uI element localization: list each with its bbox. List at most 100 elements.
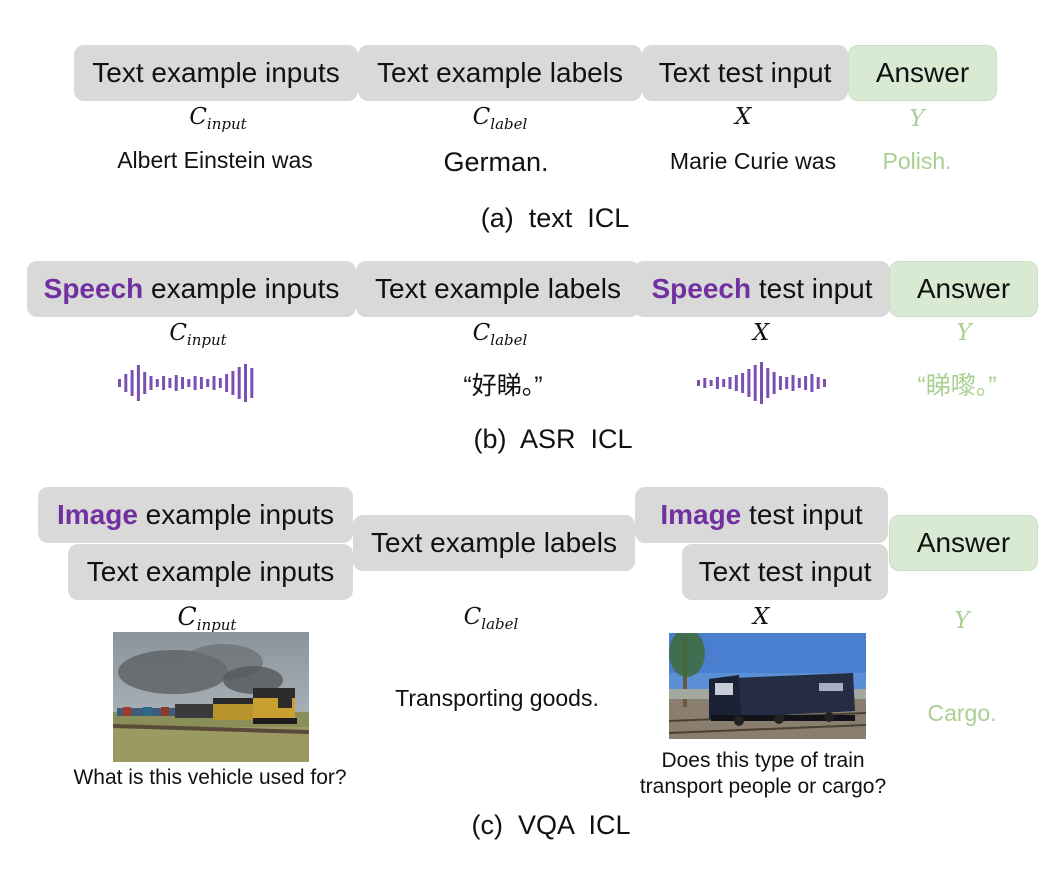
waveform-icon <box>697 362 826 404</box>
waveform-bar <box>697 380 700 386</box>
waveform-bar <box>722 379 726 387</box>
box-answer: Answer <box>848 45 997 101</box>
box-text-example-labels: Text example labels <box>358 45 642 101</box>
caption-vqa-icl: (c) VQA ICL <box>471 810 631 840</box>
waveform-bar <box>741 373 745 393</box>
symbol-c-input: Cinput <box>169 320 227 349</box>
symbol-c-input: Cinput <box>177 602 237 634</box>
box-speech-test-input: Speech test input <box>634 261 890 317</box>
symbol-y: Y <box>954 608 970 634</box>
waveform-bar <box>810 374 814 392</box>
waveform-bar <box>715 377 719 389</box>
box-label: Text example inputs <box>86 556 335 587</box>
waveform-bar <box>149 376 153 390</box>
symbol-c-input: Cinput <box>189 104 247 133</box>
waveform-bar <box>785 377 789 389</box>
waveform-bar <box>823 379 826 387</box>
waveform-bar <box>703 378 707 388</box>
answer-text: Cargo. <box>927 700 997 726</box>
waveform-bar <box>766 368 770 398</box>
waveform-bar <box>118 379 121 387</box>
symbol-x: X <box>752 604 770 630</box>
box-label: Answer <box>916 273 1011 304</box>
box-image-test-input: Image test input <box>635 487 888 543</box>
symbol-y: Y <box>909 106 925 132</box>
waveform-icon <box>118 364 254 402</box>
waveform-bar <box>231 371 235 395</box>
box-label: Text example inputs <box>92 57 340 88</box>
symbol-c-label: Clabel <box>472 320 528 349</box>
waveform-bar <box>187 379 191 387</box>
box-label: Text example labels <box>375 273 621 304</box>
box-label: Text test input <box>658 57 832 88</box>
waveform-bar <box>124 374 128 392</box>
box-text-test-input: Text test input <box>682 544 888 600</box>
answer-text: “睇嚟。” <box>917 372 997 400</box>
box-label: Answer <box>875 57 970 88</box>
example-label-text: German. <box>443 147 549 177</box>
box-text-example-inputs: Text example inputs <box>74 45 358 101</box>
waveform-bar <box>747 369 751 397</box>
freight-train-photo <box>113 632 309 762</box>
symbol-c-label: Clabel <box>472 104 528 133</box>
symbol-c-label: Clabel <box>463 604 519 633</box>
caption-text-icl: (a) text ICL <box>480 203 630 233</box>
waveform-bar <box>728 377 732 389</box>
waveform-bar <box>778 376 782 390</box>
waveform-bar <box>181 377 184 389</box>
box-label: Answer <box>916 527 1011 558</box>
box-label: Speech test input <box>651 273 873 304</box>
box-label: Text test input <box>698 556 872 587</box>
box-label: Text example labels <box>371 527 617 558</box>
box-label: Speech example inputs <box>43 273 340 304</box>
box-answer: Answer <box>889 261 1038 317</box>
caption-asr-icl: (b) ASR ICL <box>473 424 633 454</box>
waveform-bar <box>709 380 713 386</box>
example-label-text: “好睇。” <box>463 372 543 400</box>
example-question-text: What is this vehicle used for? <box>73 766 347 789</box>
symbol-x: X <box>752 320 770 346</box>
waveform-bar <box>218 378 222 388</box>
box-label: Image example inputs <box>56 499 335 530</box>
waveform-bar <box>193 376 197 390</box>
box-text-example-labels: Text example labels <box>356 261 640 317</box>
waveform-bar <box>174 375 178 391</box>
waveform-bar <box>143 372 147 394</box>
waveform-bar <box>816 377 820 389</box>
waveform-bar <box>136 365 140 401</box>
waveform-bar <box>155 379 159 387</box>
symbol-y: Y <box>956 320 972 346</box>
waveform-bar <box>797 378 801 388</box>
box-text-example-labels: Text example labels <box>353 515 635 571</box>
waveform-bar <box>212 376 216 390</box>
waveform-bar <box>162 376 166 390</box>
waveform-bar <box>250 368 254 398</box>
box-answer: Answer <box>889 515 1038 571</box>
box-text-test-input: Text test input <box>642 45 848 101</box>
waveform-bar <box>199 377 203 389</box>
test-question-line2: transport people or cargo? <box>639 775 887 798</box>
waveform-bar <box>206 379 210 387</box>
waveform-bar <box>734 375 738 391</box>
box-text-example-inputs: Text example inputs <box>68 544 353 600</box>
box-label: Text example labels <box>377 57 623 88</box>
waveform-bar <box>168 378 172 388</box>
example-label-text: Transporting goods. <box>395 685 599 711</box>
answer-text: Polish. <box>882 148 952 174</box>
waveform-bar <box>237 367 241 399</box>
waveform-bar <box>753 365 757 401</box>
box-label: Image test input <box>660 499 863 530</box>
test-input-text: Marie Curie was <box>669 148 837 174</box>
test-question-line1: Does this type of train <box>661 749 865 772</box>
waveform-bar <box>760 362 763 404</box>
example-input-text: Albert Einstein was <box>117 147 313 173</box>
locomotive-photo <box>669 633 866 739</box>
box-speech-example-inputs: Speech example inputs <box>27 261 356 317</box>
waveform-bar <box>225 374 229 392</box>
box-image-example-inputs: Image example inputs <box>38 487 353 543</box>
waveform-bar <box>791 375 795 391</box>
waveform-bar <box>804 376 808 390</box>
symbol-x: X <box>734 104 752 130</box>
waveform-bar <box>130 370 134 396</box>
waveform-bar <box>772 372 776 394</box>
